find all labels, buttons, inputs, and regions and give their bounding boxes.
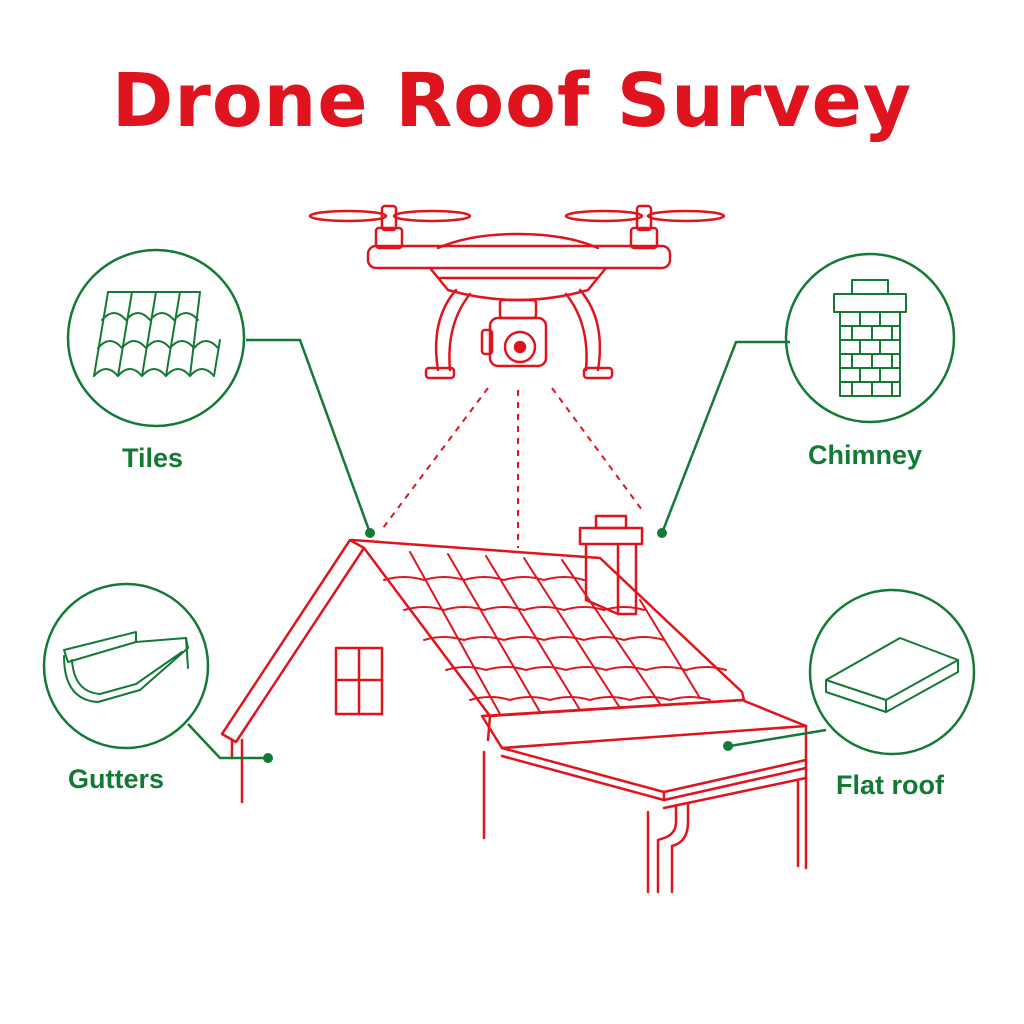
chimney-icon	[833, 279, 907, 397]
page-title: Drone Roof Survey	[111, 58, 913, 144]
roof-tile-pattern	[383, 551, 727, 715]
gutters-label: Gutters	[68, 764, 165, 794]
flat-roof-icon	[825, 637, 959, 713]
flat-roof-label: Flat roof	[836, 770, 944, 800]
callout-tiles	[66, 248, 246, 428]
callout-dots	[263, 528, 733, 763]
gutter-icon	[63, 631, 189, 703]
callout-chimney	[784, 252, 956, 424]
roof-tiles-icon	[93, 291, 221, 377]
drone-icon	[308, 204, 726, 380]
camera-scan-lines	[379, 387, 643, 548]
callout-connectors	[187, 338, 827, 760]
chimney-label: Chimney	[808, 440, 923, 470]
callout-gutters	[42, 582, 210, 750]
callout-flat-roof	[808, 588, 976, 756]
tiles-label: Tiles	[122, 443, 184, 473]
house-illustration	[220, 514, 808, 894]
